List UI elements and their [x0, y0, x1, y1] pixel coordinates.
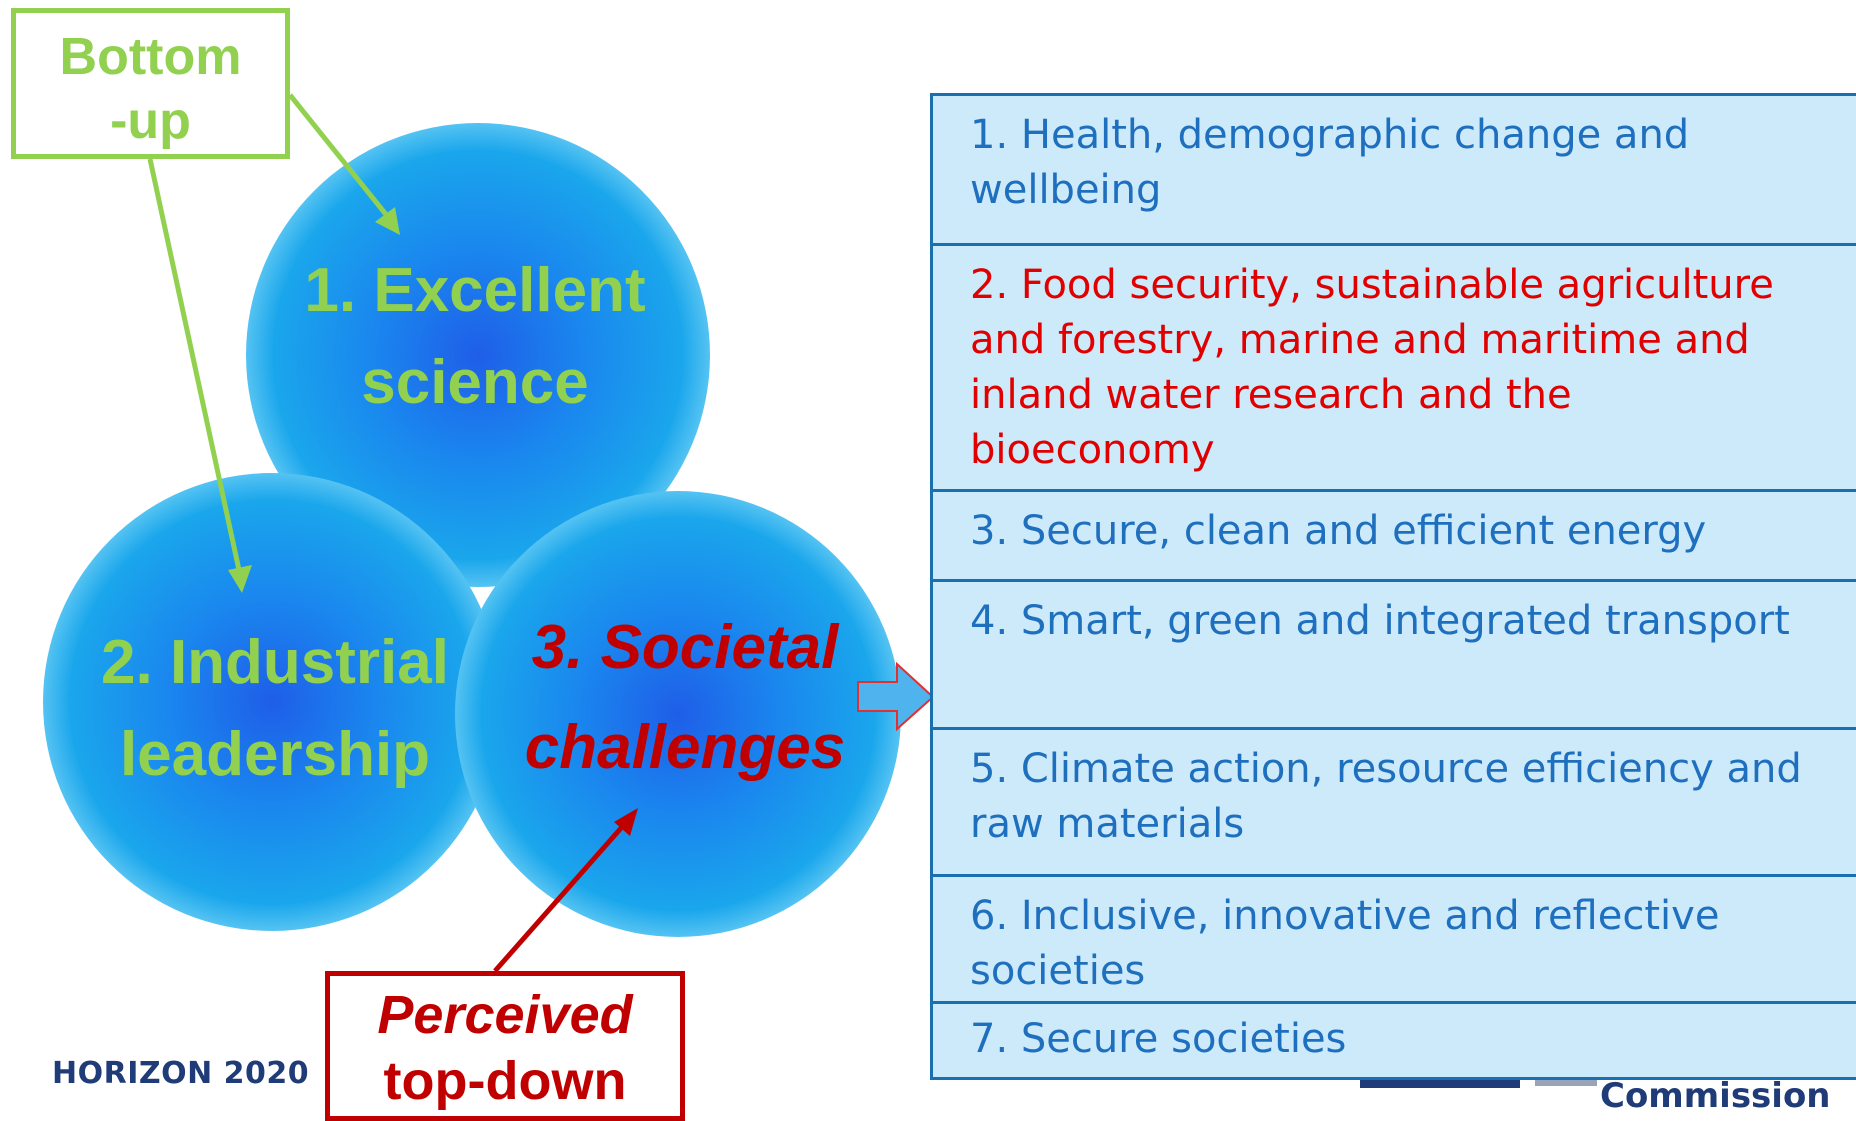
- pillar-line: 3. Societal: [531, 613, 839, 682]
- pillar-label-societal-challenges: 3. Societal challenges: [480, 598, 890, 798]
- arrowhead-excellent: [375, 207, 400, 235]
- challenge-row-6: 6. Inclusive, innovative and reflective …: [933, 877, 1856, 1004]
- challenge-row-5: 5. Climate action, resource efficiency a…: [933, 730, 1856, 877]
- eu-logo-bar: [1360, 1077, 1520, 1088]
- pointer-arrow-to-list: [857, 661, 935, 732]
- callout-line: -up: [110, 92, 191, 150]
- societal-challenges-list: 1. Health, demographic change and wellbe…: [930, 93, 1856, 1080]
- horizon-2020-logo-text: HORIZON 2020: [52, 1056, 310, 1091]
- challenge-row-7: 7. Secure societies: [970, 1016, 1347, 1062]
- arrowhead-industrial: [228, 565, 252, 593]
- pillar-line: challenges: [524, 713, 846, 782]
- eu-logo-stripe: [1535, 1080, 1597, 1086]
- pillar-line: 2. Industrial: [101, 628, 449, 697]
- circle-excellent-science: [246, 123, 710, 587]
- challenge-row-4: 4. Smart, green and integrated transport: [933, 582, 1856, 730]
- arrow-topdown-to-societal: [493, 825, 624, 973]
- callout-top-down: Perceived top-down: [325, 971, 685, 1121]
- circle-societal-challenges: [455, 491, 901, 937]
- callout-bottom-up: Bottom -up: [11, 8, 290, 159]
- arrow-bottomup-to-industrial: [147, 158, 242, 571]
- callout-line: Bottom: [59, 28, 242, 86]
- challenge-row-3: 3. Secure, clean and efficient energy: [933, 492, 1856, 582]
- arrow-bottomup-to-excellent: [288, 93, 390, 219]
- pillar-line: leadership: [119, 720, 431, 789]
- pillar-line: 1. Excellent: [304, 256, 646, 325]
- arrowhead-societal: [614, 808, 638, 836]
- challenge-row-2: 2. Food security, sustainable agricultur…: [933, 246, 1856, 492]
- pillar-line: science: [361, 348, 589, 417]
- challenge-row-1: 1. Health, demographic change and wellbe…: [933, 96, 1856, 246]
- pillar-label-excellent-science: 1. Excellent science: [260, 245, 690, 429]
- callout-line: Perceived: [377, 985, 633, 1045]
- callout-line: top-down: [383, 1051, 627, 1111]
- circle-industrial-leadership: [43, 473, 501, 931]
- commission-logo-text: Commission: [1600, 1076, 1831, 1116]
- pillar-label-industrial-leadership: 2. Industrial leadership: [40, 617, 510, 801]
